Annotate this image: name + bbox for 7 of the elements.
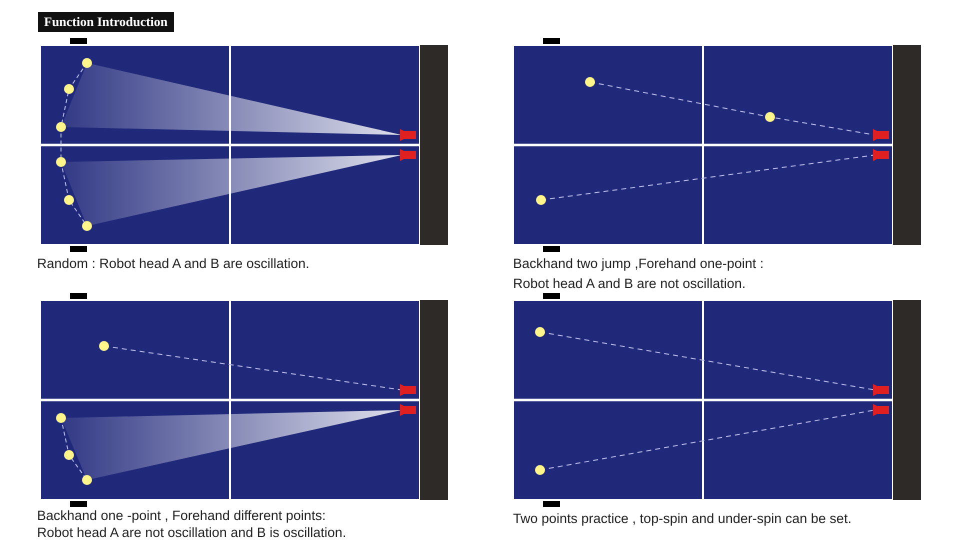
caption-text: Backhand one -point , Forehand different points: (37, 508, 326, 524)
caption-text: Backhand two jump ,Forehand one-point : (513, 256, 764, 272)
caption-text: Robot head A are not oscillation and B is oscillation. (37, 525, 346, 541)
caption-text: Random : Robot head A and B are oscillation. (37, 256, 310, 272)
caption-text: Two points practice , top-spin and under-spin can be set. (513, 511, 852, 527)
title-label: Function Introduction (38, 12, 174, 32)
caption-text: Robot head A and B are not oscillation. (513, 276, 746, 292)
